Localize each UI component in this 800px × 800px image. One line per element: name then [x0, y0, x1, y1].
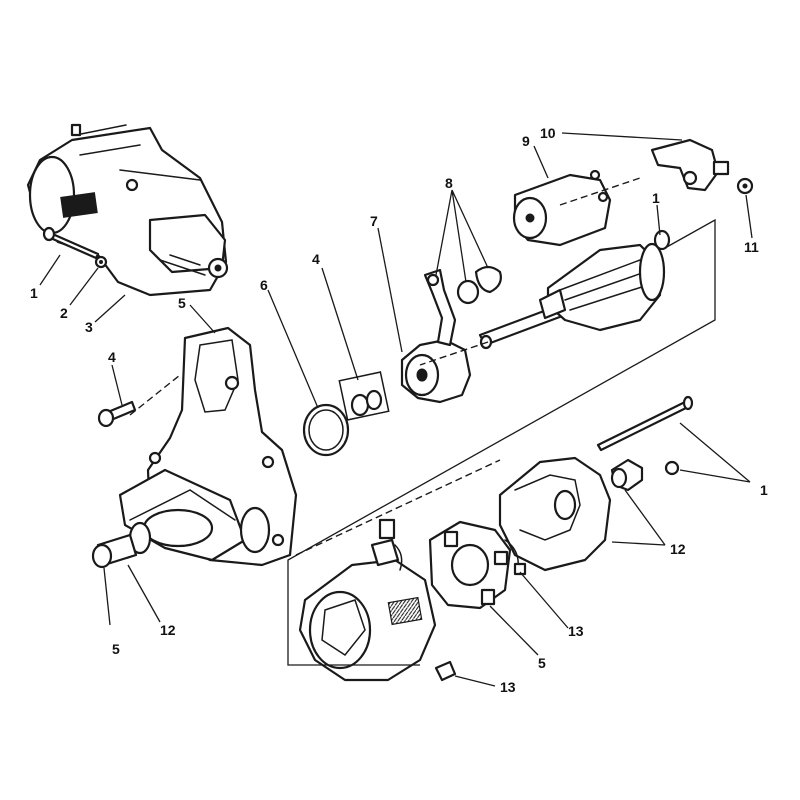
retainer-ring-set	[338, 371, 390, 421]
callout-9: 9	[522, 133, 530, 149]
callout-5: 5	[112, 641, 120, 657]
pinion-shaft-end	[91, 533, 138, 569]
callout-12: 12	[160, 622, 176, 638]
callout-12: 12	[670, 541, 686, 557]
armature	[478, 242, 666, 350]
bushing-small	[610, 458, 644, 492]
callout-1: 1	[652, 190, 660, 206]
armature-washer	[653, 229, 671, 251]
shift-lever-fork	[423, 268, 457, 347]
terminal-nut	[736, 177, 754, 195]
brush-spring	[434, 660, 457, 682]
field-frame	[298, 518, 437, 682]
leader-lines	[39, 132, 753, 687]
screw-small	[664, 460, 680, 476]
snap-ring	[302, 403, 350, 457]
callout-1: 1	[30, 285, 38, 301]
terminal-boot	[650, 138, 730, 192]
assembly-lines	[129, 177, 716, 666]
drive-pinion-gear	[400, 338, 472, 404]
callout-2: 2	[60, 305, 68, 321]
callout-4: 4	[108, 349, 116, 365]
callout-7: 7	[370, 213, 378, 229]
callout-5: 5	[178, 295, 186, 311]
callout-11: 11	[744, 239, 759, 255]
callout-6: 6	[260, 277, 268, 293]
through-bolt-top	[42, 226, 100, 260]
callout-13: 13	[568, 623, 584, 639]
washer-top	[94, 255, 108, 269]
through-bolt-right	[596, 395, 694, 452]
callout-1: 1	[760, 482, 768, 498]
callout-4: 4	[312, 251, 320, 267]
assembled-starter-motor	[26, 123, 229, 297]
lever-washer-small	[456, 279, 480, 305]
housing-bolt	[97, 400, 137, 428]
callout-13: 13	[500, 679, 516, 695]
callout-8: 8	[445, 175, 453, 191]
callout-10: 10	[540, 125, 556, 141]
brush-holder	[428, 520, 527, 610]
lever-washer-large	[474, 265, 502, 294]
callout-labels: 1 2 3 4 5 6 4 7 8 9 10 1 11 1 12 5 12 13…	[30, 125, 768, 695]
callout-3: 3	[85, 319, 93, 335]
solenoid	[512, 169, 612, 247]
callout-5: 5	[538, 655, 546, 671]
